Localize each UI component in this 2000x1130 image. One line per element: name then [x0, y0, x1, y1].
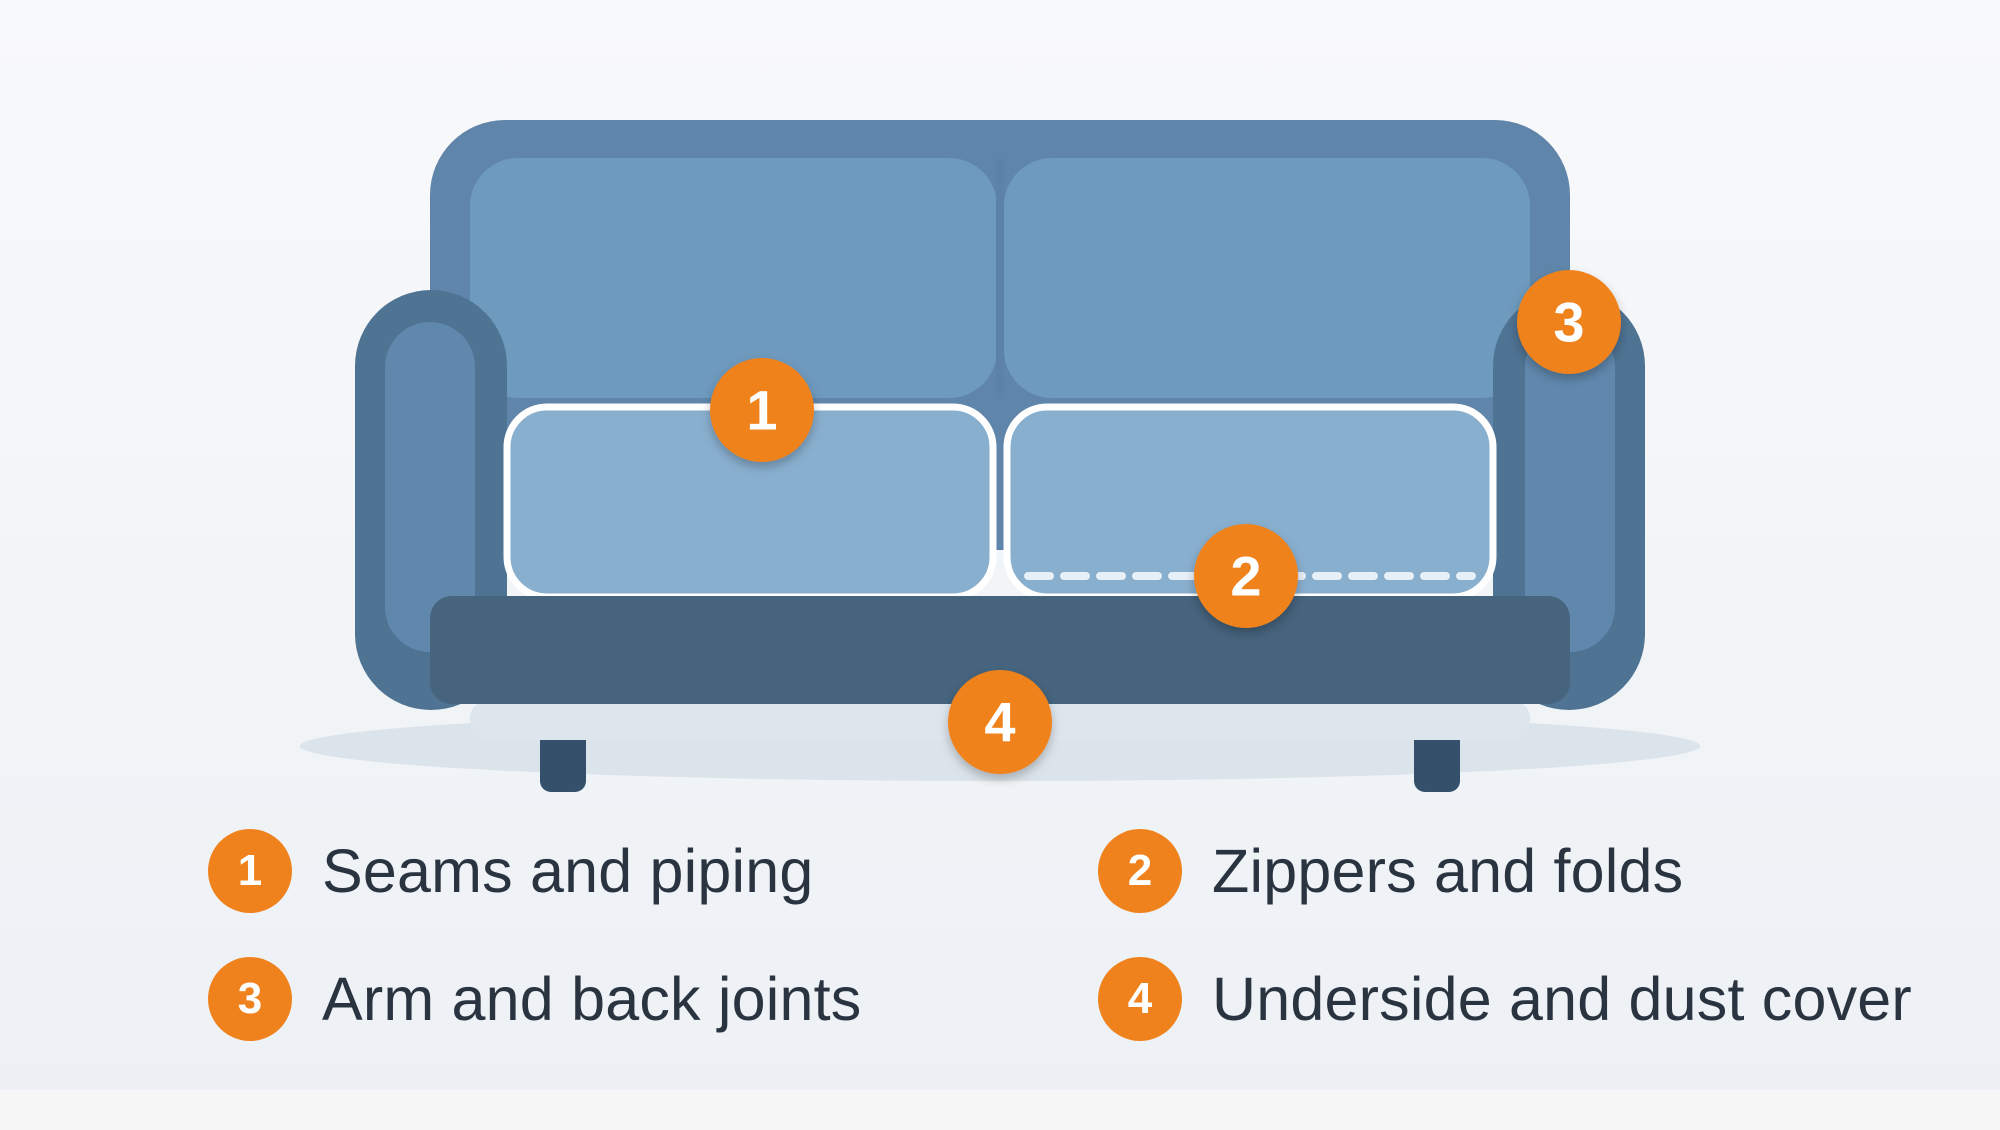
legend-label: Underside and dust cover [1212, 965, 1912, 1033]
marker-2: 2 [1194, 524, 1298, 628]
svg-text:2: 2 [1230, 545, 1261, 608]
svg-text:3: 3 [1553, 291, 1584, 354]
legend-label: Arm and back joints [322, 965, 862, 1033]
legend-number-badge: 2 [1098, 829, 1182, 913]
arm-left-inner [385, 322, 475, 652]
back-cushion-right [1004, 158, 1530, 398]
legend-label: Zippers and folds [1212, 837, 1684, 905]
legend-number-badge: 3 [208, 957, 292, 1041]
svg-text:4: 4 [984, 691, 1015, 754]
legend-item-2: 2 Zippers and folds [1098, 826, 1683, 916]
back-cushion-left [470, 158, 997, 398]
legend-item-4: 4 Underside and dust cover [1098, 954, 1912, 1044]
svg-text:1: 1 [746, 379, 777, 442]
legend-item-3: 3 Arm and back joints [208, 954, 862, 1044]
bottom-strip [0, 1090, 2000, 1130]
legend-number-badge: 4 [1098, 957, 1182, 1041]
legend-label: Seams and piping [322, 837, 814, 905]
sofa-leg-left [540, 730, 586, 792]
arm-right-inner [1525, 322, 1615, 652]
sofa-base [430, 596, 1570, 704]
marker-1: 1 [710, 358, 814, 462]
marker-4: 4 [948, 670, 1052, 774]
sofa-leg-right [1414, 730, 1460, 792]
legend-number-badge: 1 [208, 829, 292, 913]
back-seam [996, 158, 1004, 398]
legend-item-1: 1 Seams and piping [208, 826, 814, 916]
marker-3: 3 [1517, 270, 1621, 374]
